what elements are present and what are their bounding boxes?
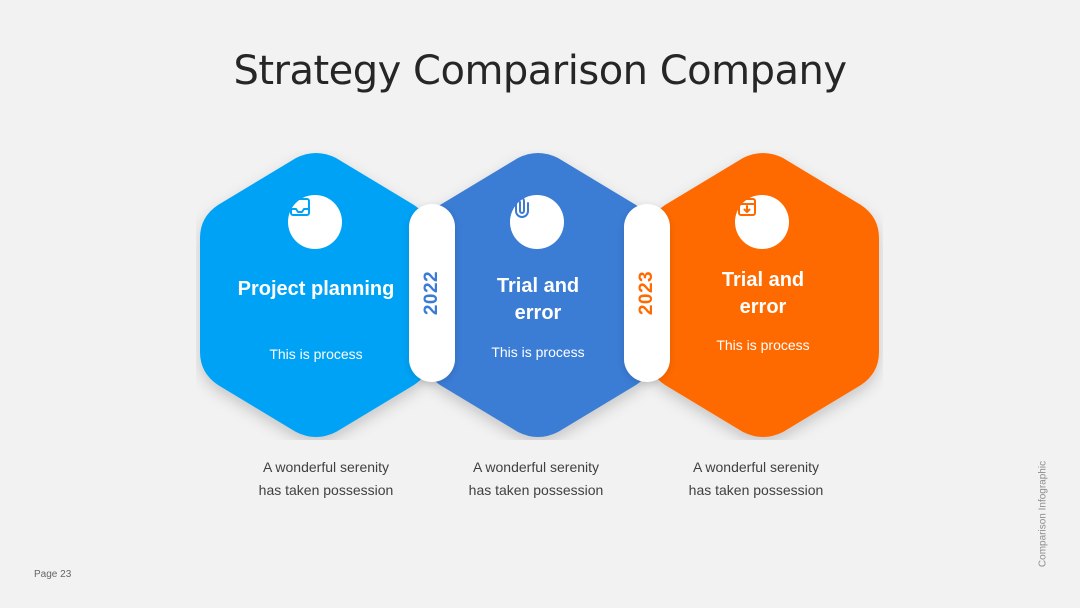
step-subtitle: This is process [716, 337, 810, 353]
step-description: A wonderful serenity has taken possessio… [688, 459, 824, 498]
step-subtitle: This is process [269, 346, 363, 362]
icon-badge [288, 195, 342, 249]
inbox-icon [290, 198, 310, 216]
side-label: Comparison Infographic [1037, 460, 1049, 568]
hexagon-shape [422, 153, 654, 437]
hexagon-shape [200, 153, 432, 437]
step-description: A wonderful serenity has taken possessio… [468, 459, 604, 498]
step-title: Trial and error [721, 269, 805, 318]
step-title: Trial and error [496, 275, 580, 324]
hexagon-shape [647, 153, 879, 437]
page-title: Strategy Comparison Company [233, 48, 847, 94]
page-number: Page 23 [34, 569, 72, 580]
archive-download-icon [738, 198, 756, 216]
step-title: Project planning [237, 278, 395, 300]
hexagon-step-3: Trial and error This is process [643, 150, 883, 440]
year-label: 2022 [421, 270, 442, 316]
hexagon-step-1: Project planning This is process [196, 150, 436, 440]
paperclip-icon [515, 196, 529, 218]
step-subtitle: This is process [491, 344, 585, 360]
icon-badge [510, 195, 564, 249]
year-pill-2023: 2023 [624, 204, 670, 382]
step-description: A wonderful serenity has taken possessio… [258, 459, 394, 498]
icon-badge [735, 195, 789, 249]
hexagon-step-2: Trial and error This is process [418, 150, 658, 440]
year-pill-2022: 2022 [409, 204, 455, 382]
year-label: 2023 [636, 270, 657, 316]
